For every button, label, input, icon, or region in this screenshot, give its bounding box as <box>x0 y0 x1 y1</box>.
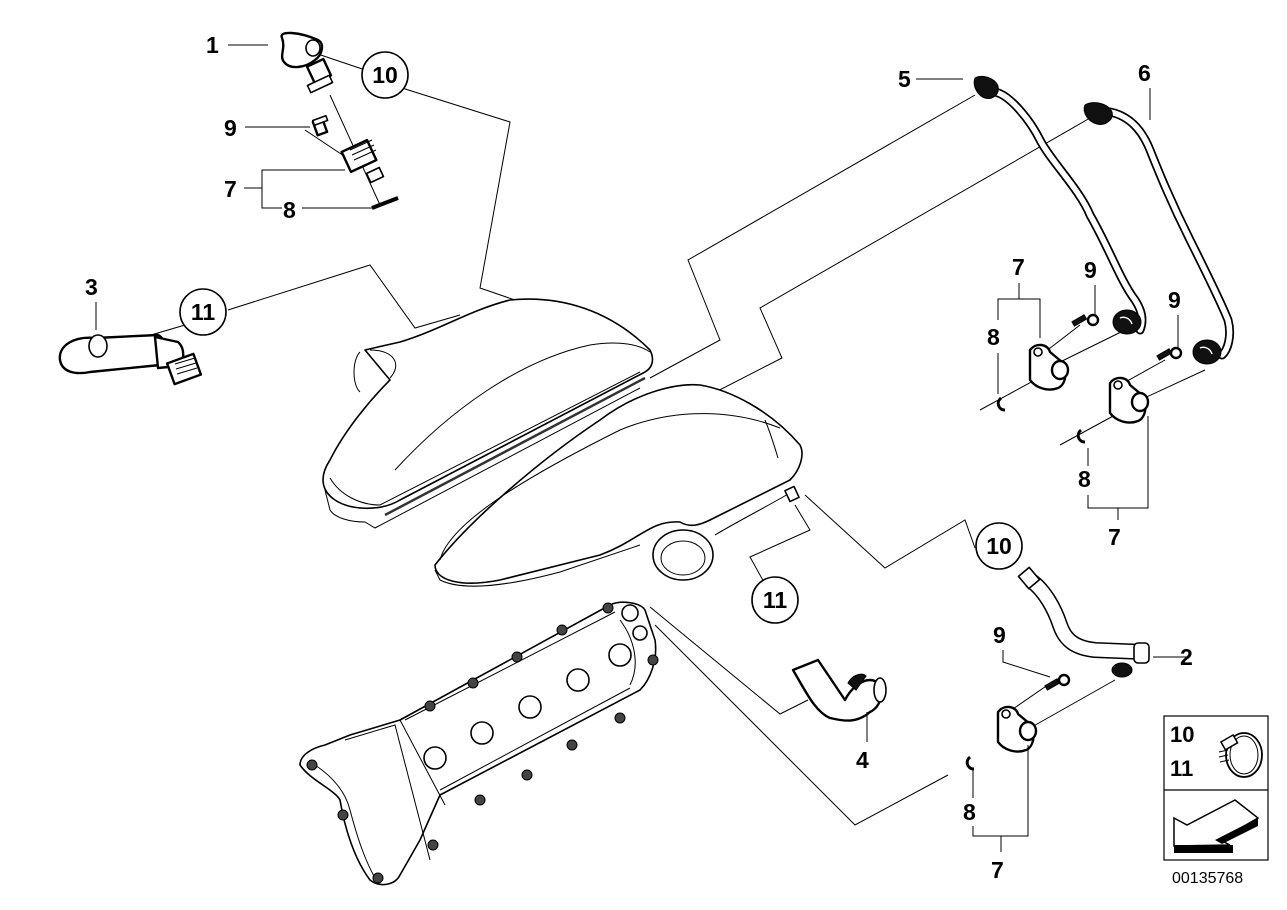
circled-callout-11-left: 11 <box>179 288 227 336</box>
callout-4: 4 <box>856 747 869 773</box>
legend-item-11: 11 <box>1170 756 1193 781</box>
hose-clamp-icon <box>1218 732 1263 778</box>
callout-9-lower: 9 <box>993 622 1006 648</box>
air-cleaner-housing-right[interactable] <box>434 383 803 587</box>
direction-arrow-icon <box>1173 799 1260 853</box>
circled-callout-10-top: 10 <box>361 51 409 99</box>
part-7-valve-upper-left[interactable] <box>996 313 1100 412</box>
part-5-vent-hose[interactable] <box>973 75 1147 335</box>
callout-7-lower: 7 <box>991 857 1004 883</box>
callout-8-upper-a: 8 <box>987 324 1000 350</box>
callout-1: 1 <box>206 32 219 58</box>
circled-callout-11-mid: 11 <box>751 576 799 624</box>
valve-cover[interactable] <box>299 601 659 886</box>
callout-8-top-left: 8 <box>283 197 296 223</box>
legend-item-10: 10 <box>1170 722 1194 747</box>
svg-text:10: 10 <box>372 62 398 88</box>
callout-8-upper-b: 8 <box>1078 466 1091 492</box>
svg-text:10: 10 <box>986 533 1012 559</box>
callout-9-upper-a: 9 <box>1084 257 1097 283</box>
callout-labels: 1 2 3 4 5 6 9 7 8 7 8 9 9 8 7 <box>85 32 1193 883</box>
callout-5: 5 <box>898 66 911 92</box>
svg-text:11: 11 <box>763 587 788 613</box>
document-number: 00135768 <box>1172 870 1243 887</box>
callout-9-upper-b: 9 <box>1168 287 1181 313</box>
part-6-vent-hose[interactable] <box>1083 102 1235 365</box>
part-3-inlet-duct[interactable] <box>58 333 203 386</box>
part-7-valve-upper-right[interactable] <box>1076 346 1183 444</box>
legend-box: 10 11 00135768 <box>1163 715 1269 887</box>
callout-7-upper-b: 7 <box>1108 524 1121 550</box>
callout-3: 3 <box>85 274 98 300</box>
part-4-vent-hose[interactable] <box>791 658 887 722</box>
air-cleaner-housing-left[interactable] <box>322 298 654 529</box>
callout-8-lower: 8 <box>963 799 976 825</box>
callout-6: 6 <box>1138 60 1151 86</box>
circled-callout-10-right: 10 <box>975 522 1023 570</box>
part-7-valve-lower[interactable] <box>965 673 1071 771</box>
part-2-vent-hose[interactable] <box>1017 566 1150 678</box>
svg-text:11: 11 <box>191 299 216 325</box>
callout-7-top-left: 7 <box>224 176 237 202</box>
part-1-vent-valve[interactable] <box>280 31 399 210</box>
callout-7-upper-a: 7 <box>1012 254 1025 280</box>
callout-9-top-left: 9 <box>224 115 237 141</box>
